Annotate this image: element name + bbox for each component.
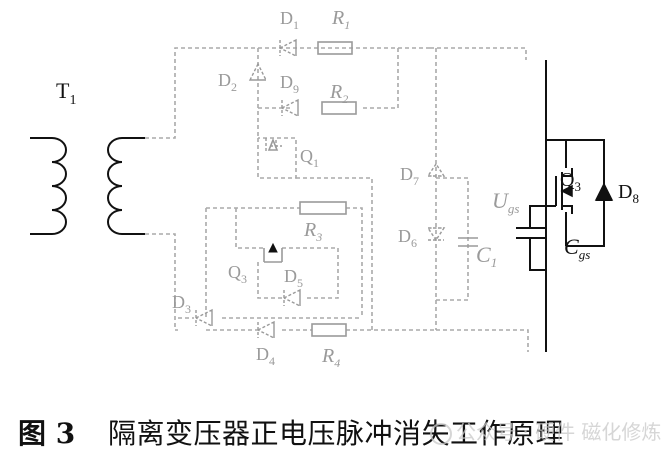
label-cgs: Cgs bbox=[564, 234, 590, 262]
transistor-q3-left: Q3 bbox=[228, 242, 283, 286]
diode-d7: D7 bbox=[400, 162, 446, 188]
svg-text:R4: R4 bbox=[321, 345, 340, 370]
svg-text:R3: R3 bbox=[303, 219, 322, 244]
resistor-r2: R2 bbox=[321, 81, 357, 115]
figure-number: 图 3 bbox=[18, 417, 76, 450]
svg-text:R2: R2 bbox=[329, 81, 348, 106]
label-ugs: Ugs bbox=[492, 188, 519, 216]
dashed-wiring bbox=[145, 47, 529, 352]
diode-d9: D9 bbox=[280, 72, 299, 118]
svg-text:D3: D3 bbox=[172, 292, 191, 316]
svg-text:Q1: Q1 bbox=[300, 146, 319, 170]
svg-text:D5: D5 bbox=[284, 266, 303, 290]
resistor-r3: R3 bbox=[299, 201, 347, 244]
label-q3: Q3 bbox=[560, 169, 581, 194]
diode-d1: D1 bbox=[279, 8, 299, 58]
svg-text:Ugs: Ugs bbox=[492, 188, 519, 216]
label-d8: D8 bbox=[618, 181, 639, 206]
figure-caption: 图 3 隔离变压器正电压脉冲消失工作原理 bbox=[0, 408, 672, 458]
svg-text:C1: C1 bbox=[476, 242, 497, 270]
svg-text:D6: D6 bbox=[398, 226, 417, 250]
svg-text:D7: D7 bbox=[400, 164, 419, 188]
diode-d5: D5 bbox=[283, 266, 303, 308]
diode-d6: D6 bbox=[398, 226, 446, 250]
capacitor-c1: C1 bbox=[458, 237, 497, 270]
svg-text:D1: D1 bbox=[280, 8, 299, 32]
watermark-icon bbox=[430, 422, 452, 445]
resistor-r4: R4 bbox=[311, 323, 347, 370]
label-t1: T1 bbox=[56, 78, 76, 108]
diode-d4: D4 bbox=[256, 320, 275, 368]
svg-text:D4: D4 bbox=[256, 344, 275, 368]
resistor-r1: R1 bbox=[317, 7, 353, 55]
transistor-q1: Q1 bbox=[265, 137, 319, 170]
watermark-text: 公众号 · 硬件 磁化修炼 bbox=[456, 420, 662, 444]
watermark: 公众号 · 硬件 磁化修炼 bbox=[430, 416, 670, 452]
power-stage: Q3 D8 Cgs bbox=[516, 60, 639, 352]
diode-d3: D3 bbox=[172, 292, 213, 328]
svg-text:Q3: Q3 bbox=[228, 262, 247, 286]
svg-text:D2: D2 bbox=[218, 70, 237, 94]
figure-title: 隔离变压器正电压脉冲消失工作原理 bbox=[108, 417, 565, 450]
transformer-t1: T1 bbox=[30, 78, 145, 235]
diode-d2: D2 bbox=[218, 62, 268, 94]
svg-text:D9: D9 bbox=[280, 72, 299, 96]
svg-text:R1: R1 bbox=[331, 7, 350, 32]
